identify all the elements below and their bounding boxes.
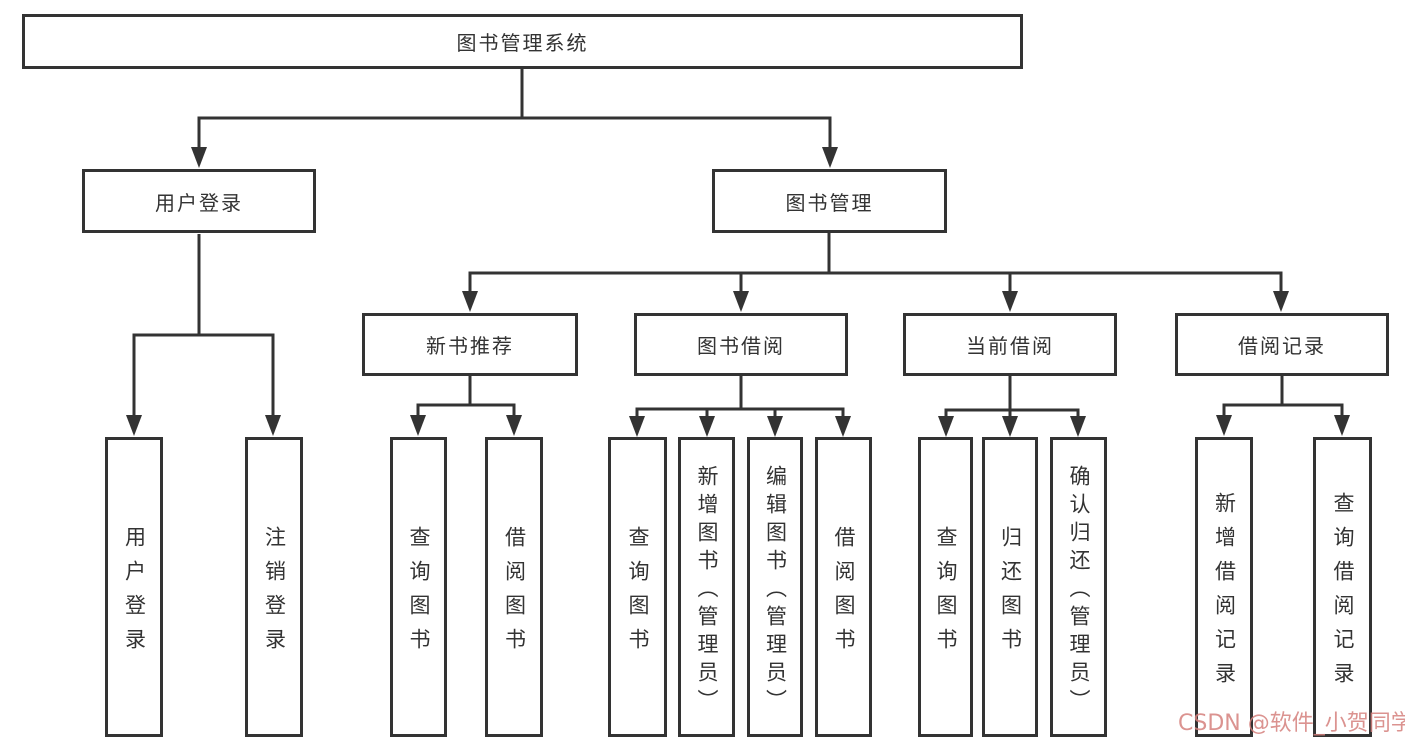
node-label: 确认归还（管理员） bbox=[1067, 464, 1091, 717]
arrowhead-icons bbox=[126, 147, 1350, 437]
node-label: 新书推荐 bbox=[426, 334, 514, 358]
node-label: 查询借阅记录 bbox=[1331, 491, 1355, 696]
leaf-query-books: 查询图书 bbox=[918, 437, 973, 737]
leaf-logout: 注销登录 bbox=[245, 437, 303, 737]
node-borrow-records: 借阅记录 bbox=[1175, 313, 1389, 376]
node-new-book-recommend: 新书推荐 bbox=[362, 313, 578, 376]
leaf-add-books-admin: 新增图书（管理员） bbox=[678, 437, 735, 737]
node-library-system: 图书管理系统 bbox=[22, 14, 1023, 69]
node-book-borrowing: 图书借阅 bbox=[634, 313, 848, 376]
leaf-borrow-books: 借阅图书 bbox=[485, 437, 543, 737]
node-label: 用户登录 bbox=[122, 525, 147, 662]
leaf-query-books: 查询图书 bbox=[390, 437, 447, 737]
leaf-confirm-return-admin: 确认归还（管理员） bbox=[1050, 437, 1107, 737]
leaf-query-books: 查询图书 bbox=[608, 437, 667, 737]
leaf-edit-books-admin: 编辑图书（管理员） bbox=[747, 437, 803, 737]
leaf-return-books: 归还图书 bbox=[982, 437, 1038, 737]
node-label: 查询图书 bbox=[934, 525, 958, 662]
node-label: 用户登录 bbox=[155, 190, 243, 215]
leaf-add-borrow-record: 新增借阅记录 bbox=[1195, 437, 1253, 737]
leaf-query-borrow-record: 查询借阅记录 bbox=[1313, 437, 1372, 737]
leaf-borrow-books: 借阅图书 bbox=[815, 437, 872, 737]
node-label: 图书管理 bbox=[785, 190, 874, 215]
node-label: 归还图书 bbox=[998, 525, 1023, 662]
node-label: 新增图书（管理员） bbox=[695, 464, 719, 717]
node-label: 图书管理系统 bbox=[456, 31, 589, 55]
node-label: 借阅记录 bbox=[1238, 334, 1326, 358]
node-label: 编辑图书（管理员） bbox=[763, 464, 788, 717]
node-label: 查询图书 bbox=[407, 525, 431, 662]
node-label: 注销登录 bbox=[262, 525, 287, 662]
watermark: CSDN @软件_小贺同学 bbox=[1178, 710, 1405, 738]
watermark-text: CSDN @软件_小贺同学 bbox=[1178, 711, 1405, 736]
leaf-user-login: 用户登录 bbox=[105, 437, 163, 737]
node-current-borrow: 当前借阅 bbox=[903, 313, 1117, 376]
node-label: 新增借阅记录 bbox=[1212, 491, 1237, 696]
node-book-management: 图书管理 bbox=[712, 169, 947, 233]
node-label: 图书借阅 bbox=[697, 334, 785, 358]
node-label: 借阅图书 bbox=[502, 525, 527, 662]
node-label: 查询图书 bbox=[626, 525, 650, 662]
node-label: 借阅图书 bbox=[832, 525, 856, 662]
node-user-login: 用户登录 bbox=[82, 169, 316, 233]
node-label: 当前借阅 bbox=[966, 334, 1054, 358]
